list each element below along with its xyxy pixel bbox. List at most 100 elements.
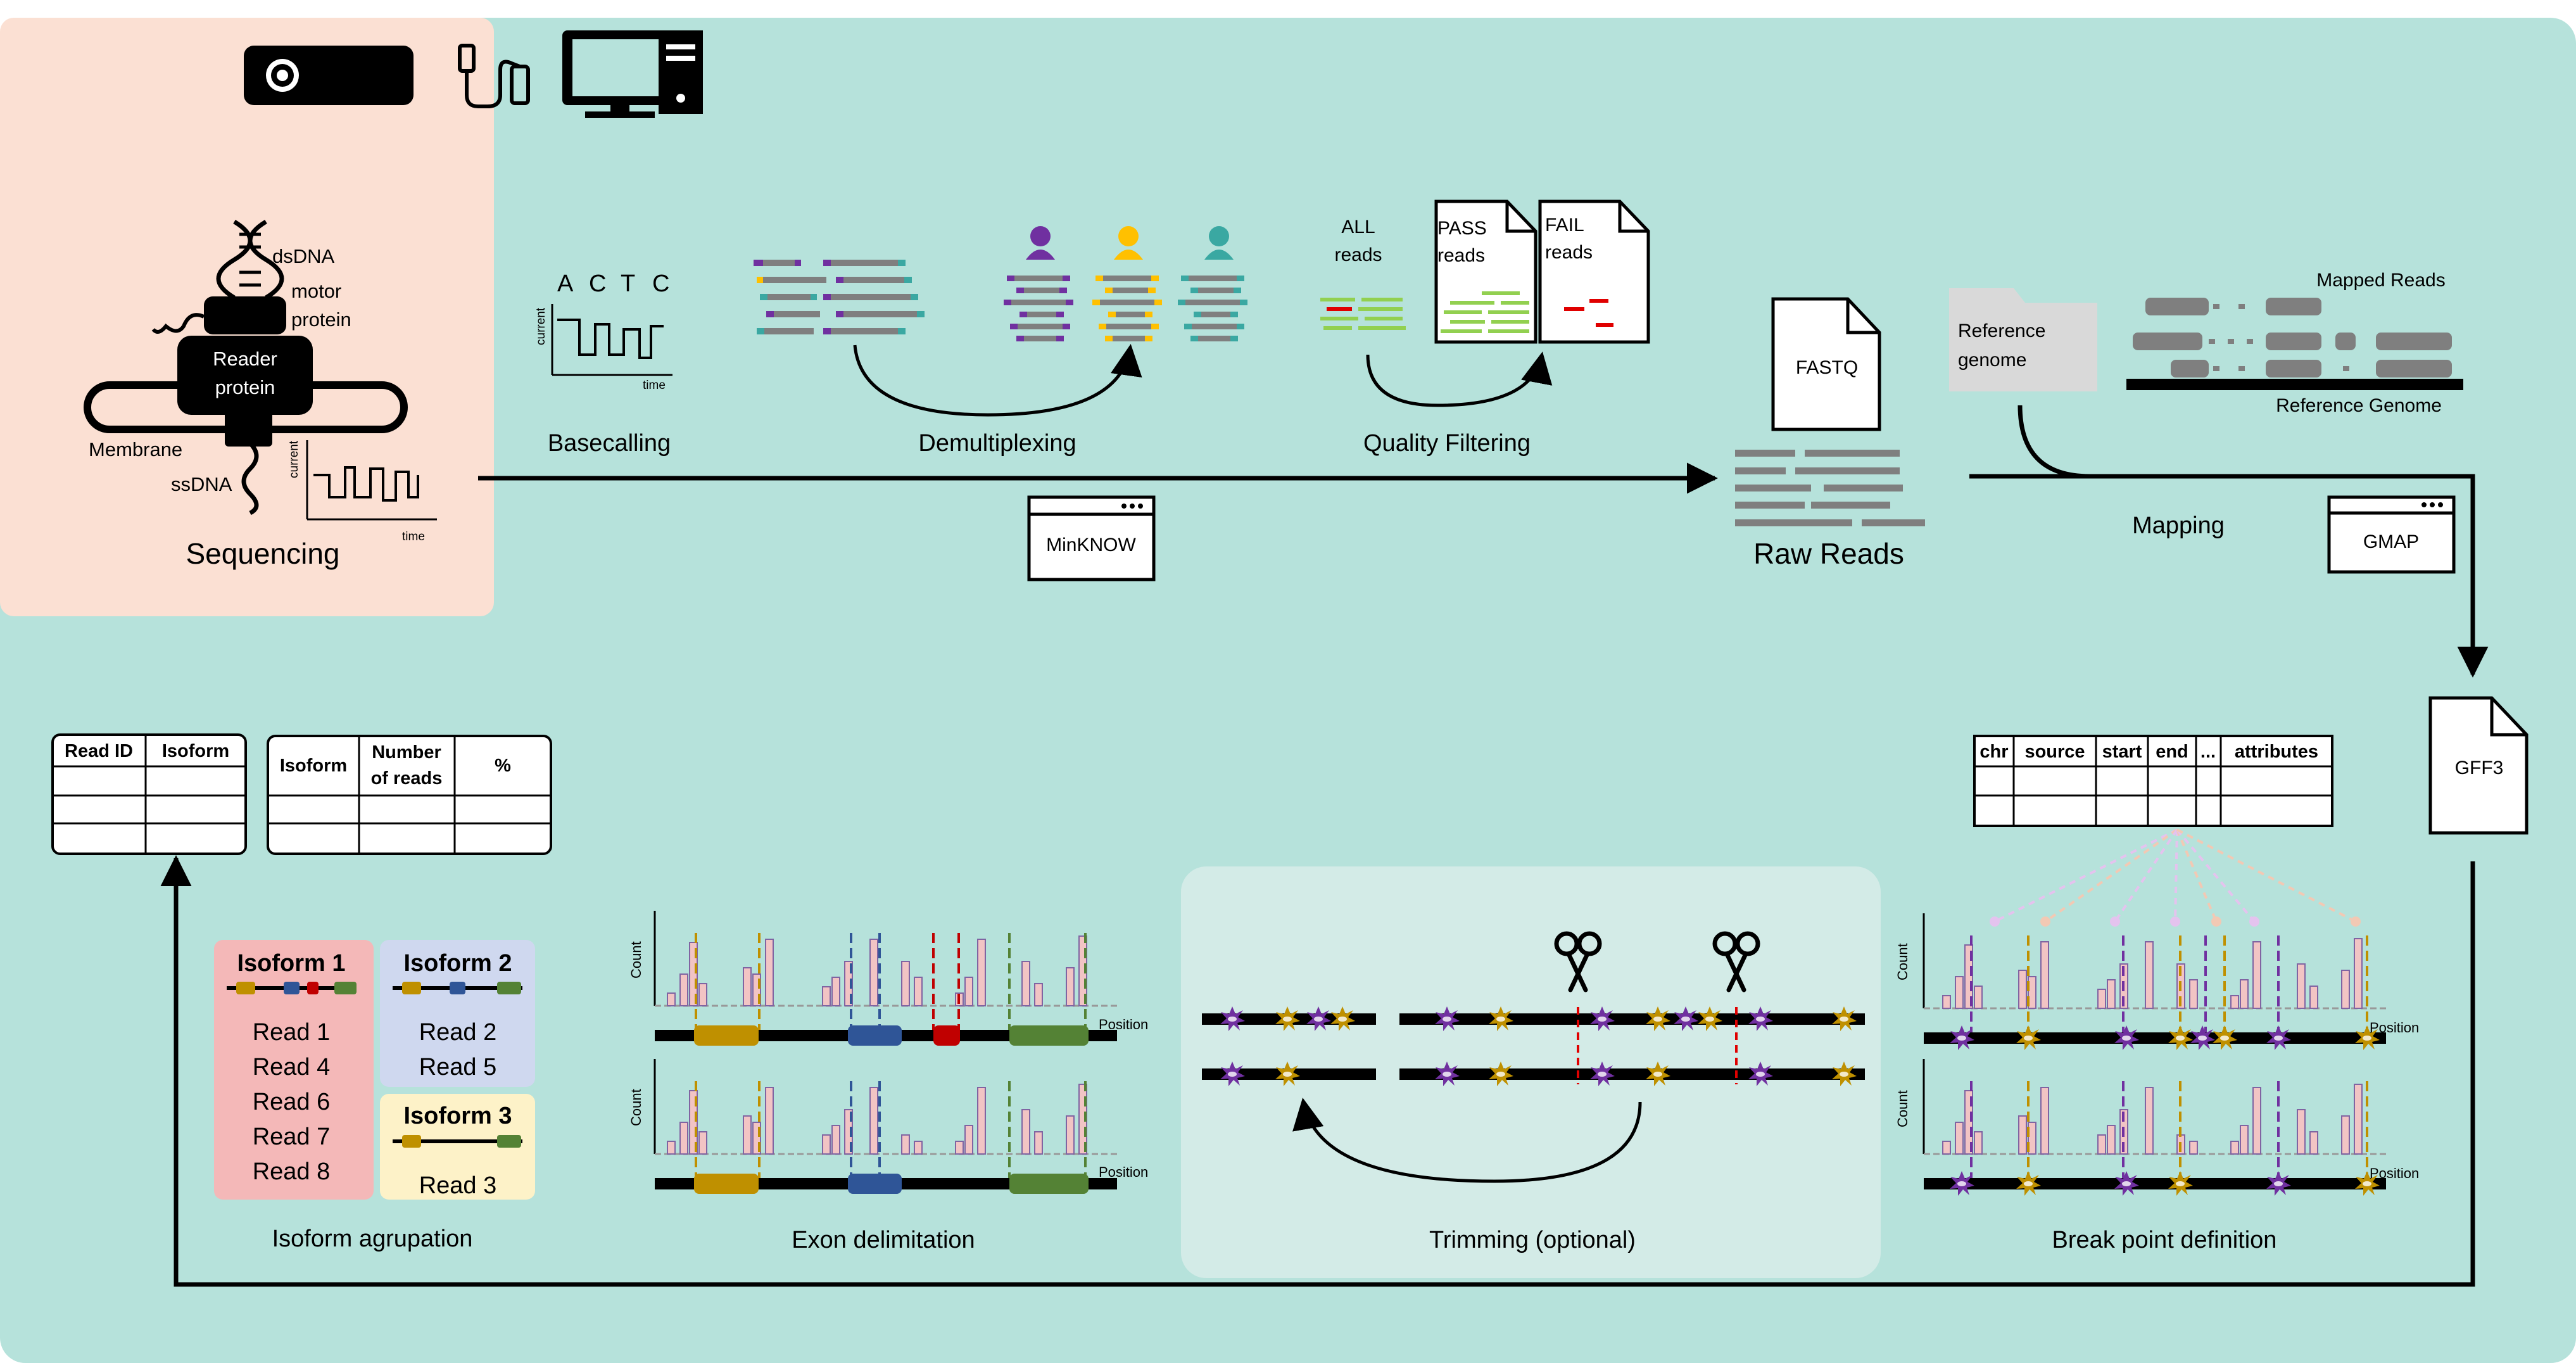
exon-block [694,1025,759,1046]
usb-cable-icon [458,44,530,108]
barcode-mark [1016,288,1024,293]
histogram-bar [831,977,840,1006]
histogram-bar [2230,995,2239,1009]
barcode-mark [1190,288,1198,293]
basecalling-label: Basecalling [548,430,671,457]
raw-read-line [1735,450,1795,457]
base-label: A [557,270,574,297]
histogram-bar [2230,1141,2239,1155]
barcode-mark [1190,336,1198,341]
read-line [836,311,925,317]
isoform-2-title: Isoform 2 [403,950,512,977]
barcode-mark [1095,276,1103,281]
exon-delimitation-label: Exon delimitation [792,1227,975,1253]
pass-read-line [1488,329,1529,333]
qf-read-line [1323,326,1352,330]
barcode-mark [911,294,918,300]
reference-genome-bar-label: Reference Genome [2276,395,2442,416]
fail-reads-label: FAIL [1545,215,1584,236]
mapped-read-block [2171,360,2209,377]
isoform-count-table: Isoform Number of reads % [267,735,552,855]
read-line [823,294,918,300]
isoform-3-title: Isoform 3 [403,1103,512,1129]
exon-block [848,1174,902,1194]
person-icon [1026,226,1055,260]
gene-exon [402,982,421,994]
pointer-line [2176,828,2256,923]
read-line [1016,288,1067,293]
histogram-bar [901,961,910,1006]
basecalling-plot: A C T C current time [534,270,672,392]
isoform-3-read: Read 3 [419,1172,497,1199]
sorted-reads [1004,276,1247,341]
raw-read-line [1735,485,1811,491]
raw-read-line [1862,519,1925,526]
histogram-bar [1974,1131,1983,1155]
ssdna-label: ssDNA [171,473,232,495]
gene-exon [284,982,300,994]
histogram-bar [901,1134,910,1155]
histogram-bar [1021,961,1030,1006]
histogram-bar [2028,1122,2036,1155]
pass-read-line [1501,301,1529,305]
document-icon [1538,200,1650,344]
histogram-bar [698,983,707,1006]
barcode-mark [1056,336,1064,341]
mapped-reads-label: Mapped Reads [2316,270,2445,291]
mapping-label: Mapping [2132,512,2225,539]
mapped-read-block [2266,333,2321,350]
read-line [1099,324,1159,329]
qf-read-line [1358,307,1403,311]
histogram-bar [2028,976,2036,1009]
bp-position-axis-2: Position [2370,1165,2419,1181]
exon-block [1009,1174,1089,1194]
qf-read-line [1320,317,1358,320]
mapped-read-block [2145,298,2209,315]
quality-filtering-label: Quality Filtering [1363,430,1531,457]
minion-device-icon [244,46,414,105]
reference-genome-label-2: genome [1958,350,2026,371]
base-label: C [652,270,669,297]
isoform-2-read: Read 2 [419,1019,497,1046]
isoform-1-read: Read 8 [253,1158,331,1185]
histogram-bar [2309,1131,2318,1155]
histogram-bar [698,1131,707,1155]
mixed-reads [754,260,925,334]
pass-reads-label: PASS [1437,218,1487,239]
histogram-bar [2354,938,2363,1009]
membrane-label: Membrane [89,438,182,460]
barcode-mark [1007,276,1014,281]
histogram-bar [977,939,986,1006]
qf-read-line [1365,317,1403,320]
barcode-mark [1148,288,1156,293]
histogram-bar [1066,967,1075,1006]
trimming-label: Trimming (optional) [1429,1227,1636,1253]
qf-read-line [1358,326,1406,330]
pass-read-line [1491,320,1529,324]
mapped-read-block [2266,360,2321,377]
isoform-2-card [380,940,535,1087]
gff-header: ... [2200,742,2216,762]
barcode-mark [760,294,767,300]
raw-read-line [1811,502,1890,509]
histogram-bar [2107,1125,2116,1155]
histogram-bar [2097,1134,2106,1155]
barcode-mark [823,260,831,266]
pass-read-line [1450,320,1485,324]
pass-reads-label-2: reads [1437,245,1485,266]
histogram-bar [2040,1087,2049,1155]
histogram-bar [1942,1141,1951,1155]
barcode-mark [1108,312,1116,317]
minknow-label: MinKNOW [1046,535,1136,555]
histogram-bar [2240,979,2249,1009]
read-line [1105,288,1156,293]
pass-reads-lines [1441,291,1529,333]
exon-count-axis: Count [628,941,644,979]
histogram-bar [2107,979,2116,1009]
histogram-bar [1955,1122,1964,1155]
gff-header: start [2102,742,2142,762]
bp-count-axis: Count [1895,943,1910,980]
pass-read-line [1482,291,1520,295]
qf-read-line [1361,298,1403,301]
person-icon [1204,226,1234,260]
